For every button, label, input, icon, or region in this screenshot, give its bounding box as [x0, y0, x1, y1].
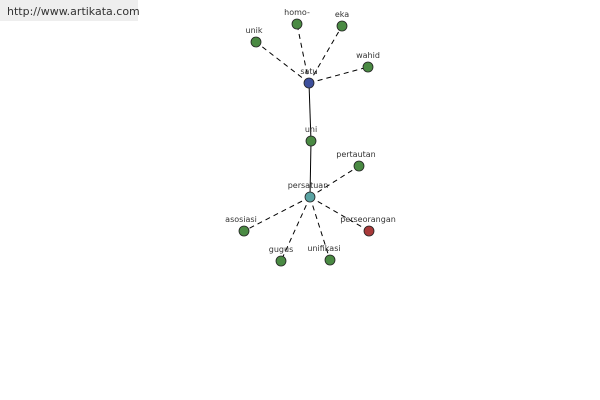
graph-edges [243, 23, 370, 262]
node-perseorangan[interactable] [363, 225, 375, 237]
node-pertautan[interactable] [353, 160, 365, 172]
node-wahid[interactable] [362, 61, 374, 73]
node-label-homo[interactable]: homo- [284, 8, 310, 17]
node-homo[interactable] [291, 18, 303, 30]
watermark-url: http://www.artikata.com [7, 5, 140, 18]
edge-persatuan-unifikasi [309, 196, 331, 261]
edge-satu-wahid [308, 66, 369, 84]
node-gugus[interactable] [275, 255, 287, 267]
node-eka[interactable] [336, 20, 348, 32]
node-label-eka[interactable]: eka [335, 10, 349, 19]
node-label-unifikasi[interactable]: unifikasi [307, 244, 340, 253]
edge-persatuan-asosiasi [243, 196, 311, 232]
edge-persatuan-gugus [280, 196, 311, 262]
edge-satu-eka [308, 25, 343, 84]
edge-satu-unik [255, 41, 310, 84]
node-label-wahid[interactable]: wahid [356, 51, 380, 60]
node-label-perseorangan[interactable]: perseorangan [340, 215, 396, 224]
node-asosiasi[interactable] [238, 225, 250, 237]
node-label-uni[interactable]: uni [305, 125, 317, 134]
edge-persatuan-pertautan [309, 165, 360, 198]
node-label-asosiasi[interactable]: asosiasi [225, 215, 257, 224]
watermark-bar: http://www.artikata.com [0, 0, 140, 21]
node-persatuan[interactable] [304, 191, 316, 203]
edge-persatuan-perseorangan [309, 196, 370, 232]
node-label-gugus[interactable]: gugus [269, 245, 293, 254]
node-label-persatuan[interactable]: persatuan [288, 181, 329, 190]
edge-uni-persatuan [309, 140, 312, 198]
edge-satu-uni [308, 82, 312, 142]
node-satu[interactable] [303, 77, 315, 89]
node-unik[interactable] [250, 36, 262, 48]
node-unifikasi[interactable] [324, 254, 336, 266]
node-uni[interactable] [305, 135, 317, 147]
node-label-pertautan[interactable]: pertautan [336, 150, 376, 159]
node-label-satu[interactable]: satu [300, 67, 317, 76]
graph-labels: satu homo-eka unik wahid uni persatuan pertaut… [225, 8, 396, 254]
node-label-unik[interactable]: unik [246, 26, 263, 35]
edge-satu-homo [296, 23, 310, 84]
graph-nodes [238, 18, 375, 267]
